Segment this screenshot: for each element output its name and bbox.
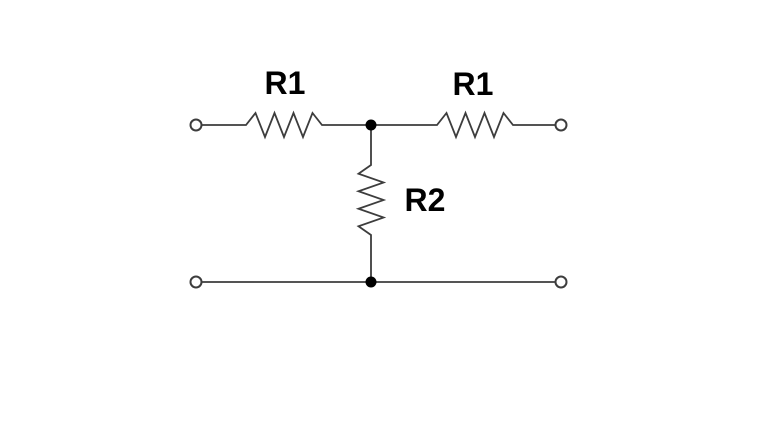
junction-dot-top	[365, 119, 377, 131]
terminal-bottom-left	[189, 275, 203, 289]
terminal-top-left	[189, 118, 203, 132]
shunt-branch-wire-with-resistor	[355, 124, 387, 283]
junction-dot-bottom	[365, 276, 377, 288]
label-left-series-resistor: R1	[265, 65, 306, 101]
label-right-series-resistor: R1	[453, 66, 494, 102]
terminal-bottom-right	[554, 275, 568, 289]
top-rail-wire-with-series-resistors	[201, 110, 556, 140]
terminal-top-right	[554, 118, 568, 132]
label-shunt-resistor: R2	[405, 182, 446, 218]
